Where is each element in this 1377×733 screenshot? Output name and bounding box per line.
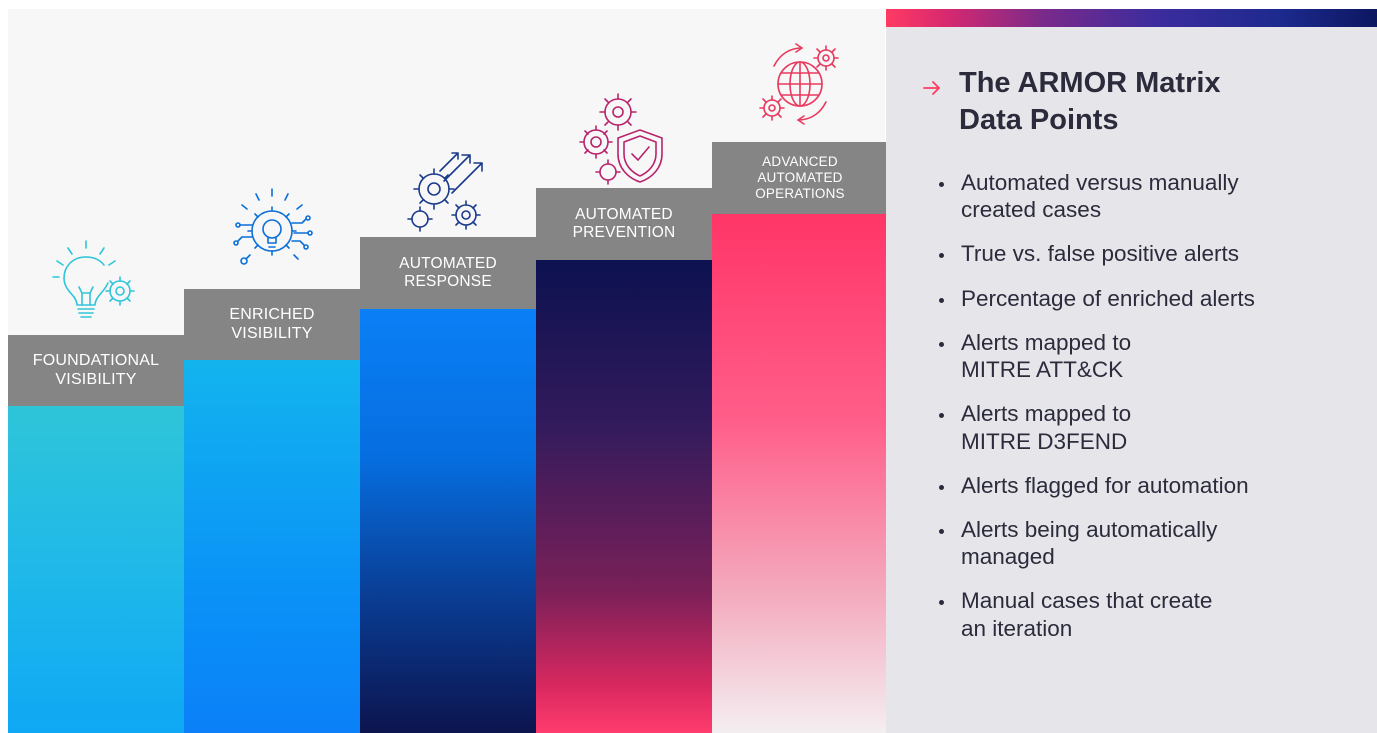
staircase-diagram: FOUNDATIONAL VISIBILITY [8,9,888,733]
step-label-line: AUTOMATED [575,205,673,223]
list-item-line: Percentage of enriched alerts [961,285,1255,311]
step-label: FOUNDATIONAL VISIBILITY [8,335,184,406]
step-bar [8,406,184,733]
list-item-line: MITRE D3FEND [961,428,1128,454]
step-label: AUTOMATED PREVENTION [536,188,712,260]
list-item-line: Alerts mapped to [961,329,1132,355]
list-item: Alerts being automatically managed [937,516,1367,570]
list-item-line: an iteration [961,615,1073,641]
list-item-line: Alerts being automatically [961,516,1218,542]
panel-title-line: Data Points [959,103,1119,136]
gears-arrows-icon [400,141,496,237]
step-label-line: ADVANCED [762,154,838,170]
list-item: Alerts mapped to MITRE ATT&CK [937,329,1367,383]
step-bar [712,214,888,733]
gears-shield-icon [578,90,670,186]
arrow-right-icon [922,80,942,96]
step-label-line: AUTOMATED [399,254,497,272]
list-item-line: Alerts flagged for automation [961,472,1249,498]
step-label-line: ENRICHED [229,305,315,323]
step-label-line: OPERATIONS [755,185,845,201]
step-label-line: VISIBILITY [55,370,137,388]
list-item-line: Alerts mapped to [961,401,1132,427]
list-item: Manual cases that create an iteration [937,587,1367,641]
step-bar [536,260,712,733]
step-label: ENRICHED VISIBILITY [184,289,360,360]
lightbulb-gear-icon [48,239,144,327]
list-item: Alerts mapped to MITRE D3FEND [937,400,1367,454]
list-item: Automated versus manually created cases [937,169,1367,223]
step-bar [184,360,360,733]
step-label-line: AUTOMATED [757,170,843,186]
gradient-accent-strip [886,9,1377,27]
step-label-line: VISIBILITY [231,324,313,342]
gear-circuit-bulb-icon [224,185,320,281]
step-label-line: FOUNDATIONAL [32,351,160,369]
data-points-panel: The ARMOR Matrix Data Points Automated v… [886,9,1377,733]
list-item-line: Manual cases that create [961,588,1213,614]
list-item-line: managed [961,544,1055,570]
list-item-line: created cases [961,197,1102,223]
list-item-line: Automated versus manually [961,170,1239,195]
list-item-line: MITRE ATT&CK [961,357,1124,383]
globe-gears-icon [752,36,848,132]
list-item-line: True vs. false positive alerts [961,241,1240,267]
step-label: ADVANCED AUTOMATED OPERATIONS [712,142,888,214]
step-label-line: RESPONSE [404,273,492,290]
list-item: Alerts flagged for automation [937,472,1367,499]
panel-title-line: The ARMOR Matrix [959,67,1221,99]
list-item: Percentage of enriched alerts [937,285,1367,312]
step-label-line: PREVENTION [572,224,676,241]
list-item: True vs. false positive alerts [937,240,1367,267]
step-label: AUTOMATED RESPONSE [360,237,536,309]
step-bar [360,309,536,733]
data-points-list: Automated versus manually created cases … [937,169,1367,659]
panel-title: The ARMOR Matrix Data Points [959,65,1359,138]
